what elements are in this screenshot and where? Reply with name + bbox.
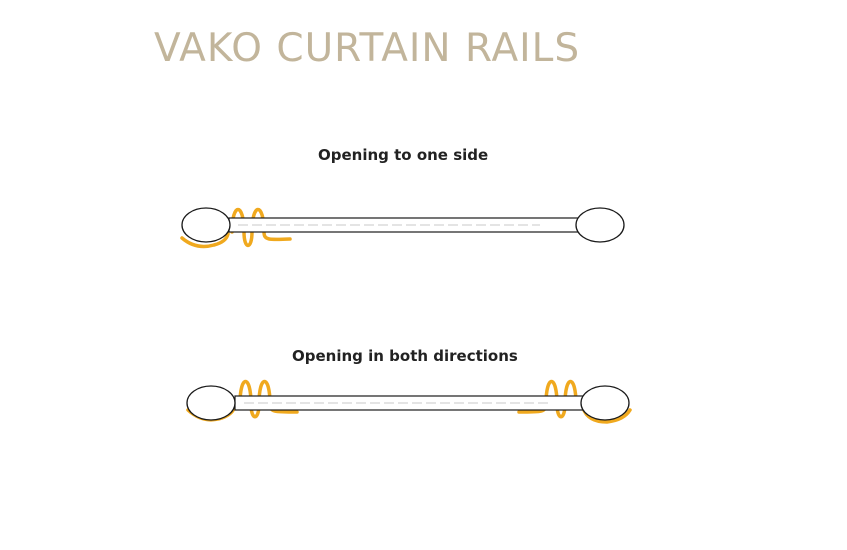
- rail-finial-right: [575, 207, 625, 243]
- rail-finial-left: [181, 207, 231, 243]
- rail-both-directions: [186, 380, 632, 424]
- rail-one-side: [180, 207, 625, 249]
- rail-finial-right: [580, 385, 630, 421]
- diagram-label-both-directions: Opening in both directions: [292, 347, 518, 365]
- page-title: VAKO CURTAIN RAILS: [154, 26, 581, 71]
- diagram-label-one-side: Opening to one side: [318, 146, 489, 164]
- rail-finial-left: [186, 385, 236, 421]
